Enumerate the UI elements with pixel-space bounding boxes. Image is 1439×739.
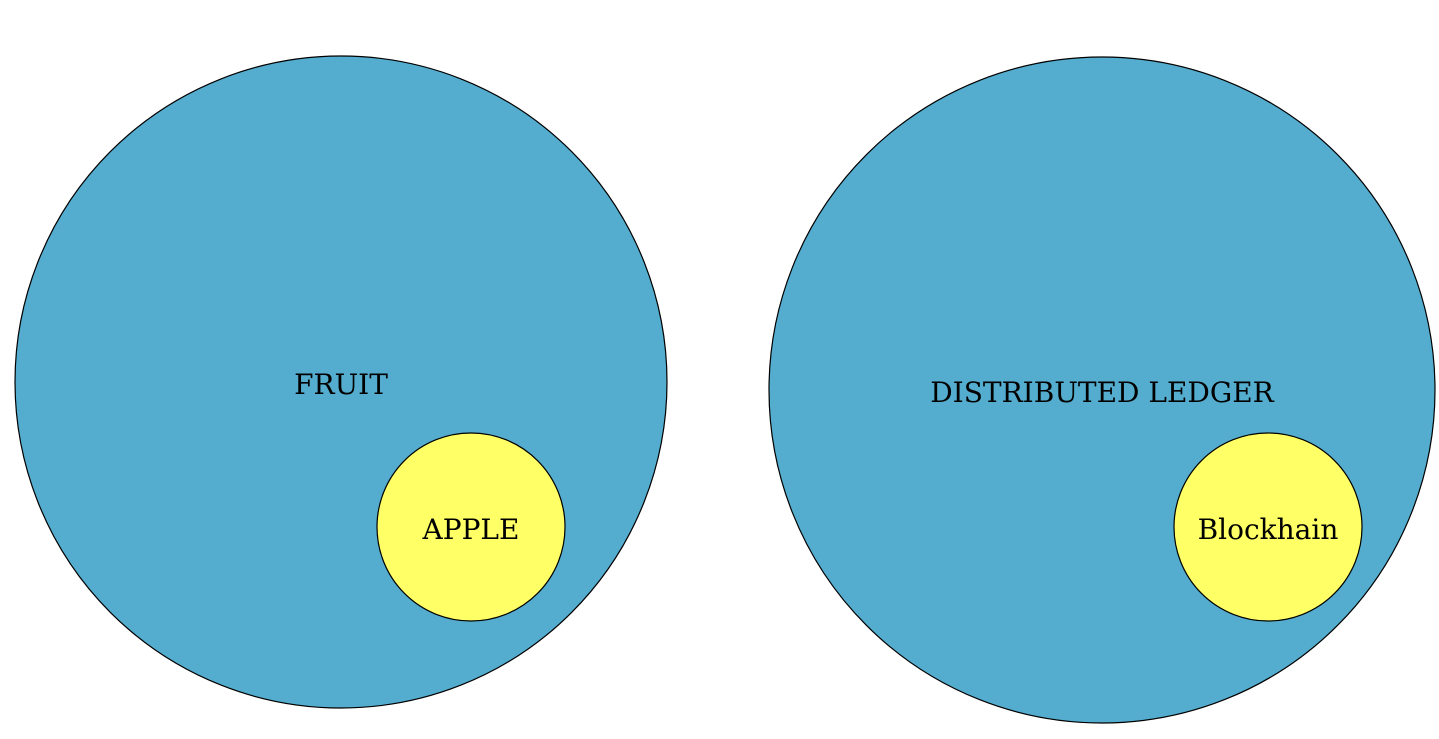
inner-circle-apple xyxy=(376,432,566,622)
inner-label-blockchain: Blockhain xyxy=(1198,513,1339,546)
inner-label-apple: APPLE xyxy=(422,513,520,546)
diagram-distributed-ledger: DISTRIBUTED LEDGER Blockhain xyxy=(768,56,1436,724)
diagram-fruit: FRUIT APPLE xyxy=(14,55,668,709)
outer-label-fruit: FRUIT xyxy=(294,368,388,401)
inner-circle-blockchain xyxy=(1173,432,1363,622)
outer-label-distributed-ledger: DISTRIBUTED LEDGER xyxy=(930,376,1274,409)
